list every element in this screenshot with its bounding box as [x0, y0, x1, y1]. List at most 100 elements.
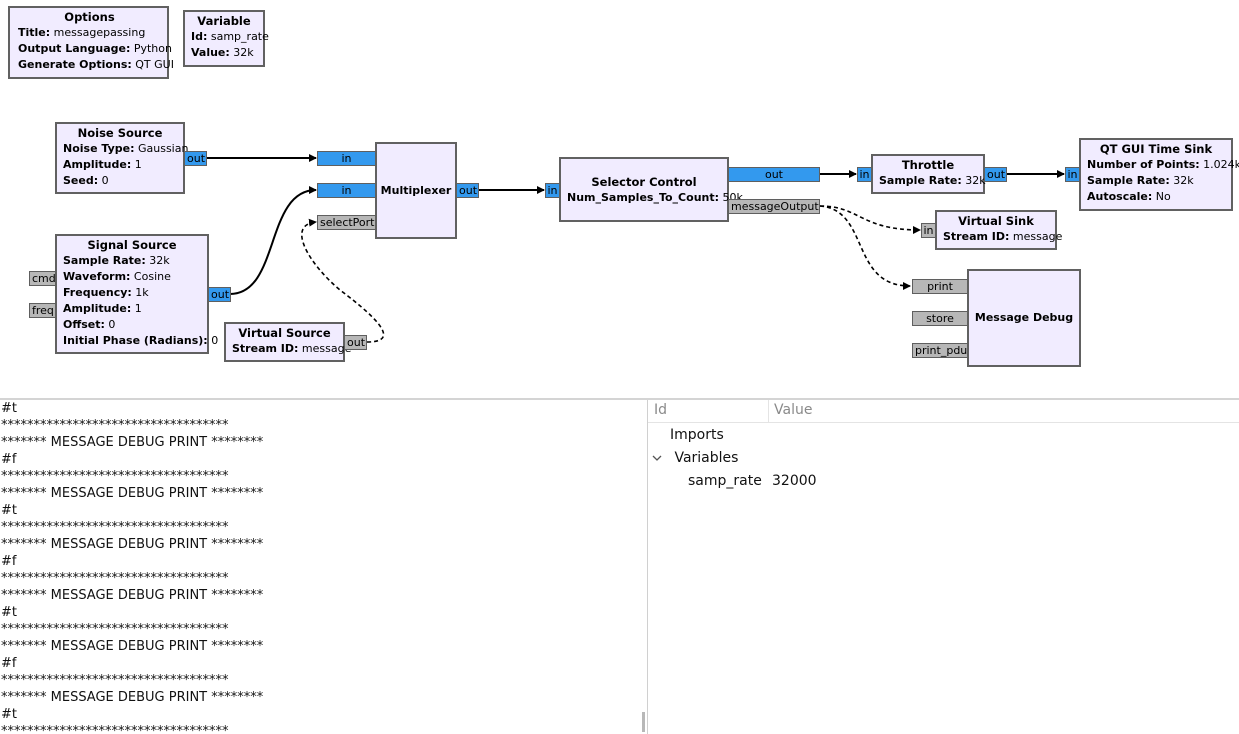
block-title: Virtual Source	[238, 326, 331, 340]
console-line: #f	[1, 656, 17, 671]
console-line: ***********************************	[1, 622, 229, 637]
port-debug-store[interactable]: store	[912, 311, 968, 326]
port-selector-out[interactable]: out	[728, 167, 820, 182]
block-multiplexer[interactable]: Multiplexer	[375, 142, 457, 239]
block-title: Signal Source	[87, 238, 177, 252]
port-noise-out[interactable]: out	[184, 151, 207, 166]
connections-layer	[206, 154, 1065, 343]
console-line: ***********************************	[1, 520, 229, 535]
block-title: QT GUI Time Sink	[1099, 142, 1213, 156]
console-line: ***********************************	[1, 673, 229, 688]
block-title: Selector Control	[591, 175, 697, 189]
param-stream-id: Stream ID: message	[232, 342, 352, 355]
param-seed: Seed: 0	[63, 174, 109, 187]
variables-header: Id Value	[648, 400, 1239, 423]
port-mux-in1[interactable]: in	[317, 183, 376, 198]
port-vsrc-out[interactable]: out	[344, 335, 367, 350]
column-header-value[interactable]: Value	[774, 402, 813, 418]
console-line: ******* MESSAGE DEBUG PRINT ********	[1, 588, 264, 603]
block-title: Noise Source	[77, 126, 163, 140]
variable-row-value[interactable]: 32000	[772, 473, 817, 489]
vertical-splitter[interactable]	[647, 400, 648, 734]
param-offset: Offset: 0	[63, 318, 116, 331]
param-num-samples: Num_Samples_To_Count: 50k	[567, 191, 743, 204]
console-line: ***********************************	[1, 469, 229, 484]
console-output[interactable]: #t *********************************** *…	[0, 400, 646, 734]
param-amplitude: Amplitude: 1	[63, 302, 142, 315]
block-throttle[interactable]: Throttle Sample Rate: 32k	[871, 154, 986, 194]
port-throttle-out[interactable]: out	[984, 167, 1007, 182]
param-waveform: Waveform: Cosine	[63, 270, 171, 283]
block-title: Throttle	[901, 158, 955, 172]
param-generate-options: Generate Options: QT GUI	[18, 58, 174, 71]
block-title: Options	[64, 10, 115, 24]
port-debug-print[interactable]: print	[912, 279, 968, 294]
console-line: ******* MESSAGE DEBUG PRINT ********	[1, 435, 264, 450]
block-virtual-source[interactable]: Virtual Source Stream ID: message	[224, 322, 352, 362]
block-message-debug[interactable]: Message Debug	[967, 269, 1081, 367]
block-signal-source[interactable]: Signal Source Sample Rate: 32k Waveform:…	[55, 234, 219, 354]
param-title: Title: messagepassing	[18, 26, 146, 39]
port-mux-selectport[interactable]: selectPort	[317, 215, 376, 230]
port-throttle-in[interactable]: in	[857, 167, 872, 182]
param-sample-rate: Sample Rate: 32k	[63, 254, 170, 267]
block-virtual-sink[interactable]: Virtual Sink Stream ID: message	[935, 210, 1063, 250]
console-line: ******* MESSAGE DEBUG PRINT ********	[1, 537, 264, 552]
console-line: ******* MESSAGE DEBUG PRINT ********	[1, 486, 264, 501]
console-line: ***********************************	[1, 724, 229, 734]
port-selector-in[interactable]: in	[545, 183, 560, 198]
block-title: Message Debug	[974, 311, 1074, 324]
wire-signal-to-mux	[229, 186, 317, 295]
param-autoscale: Autoscale: No	[1087, 190, 1171, 203]
variables-panel[interactable]: Id Value Imports Variables samp_rate 320…	[648, 400, 1239, 734]
tree-item-variables[interactable]: Variables	[652, 450, 738, 466]
port-debug-print-pdu[interactable]: print_pdu	[912, 343, 968, 358]
tree-item-imports[interactable]: Imports	[670, 427, 724, 443]
wire-msg-to-debug	[819, 205, 911, 290]
console-line: ******* MESSAGE DEBUG PRINT ********	[1, 639, 264, 654]
flowgraph-canvas[interactable]: Options Title: messagepassing Output Lan…	[0, 0, 1239, 398]
column-separator	[768, 400, 769, 422]
console-line: ***********************************	[1, 571, 229, 586]
wire-msg-to-vsink	[819, 205, 921, 234]
console-line: ******* MESSAGE DEBUG PRINT ********	[1, 690, 264, 705]
param-amplitude: Amplitude: 1	[63, 158, 142, 171]
block-title: Multiplexer	[380, 183, 452, 197]
variable-row-id[interactable]: samp_rate	[688, 473, 762, 489]
console-line: #t	[1, 503, 17, 518]
param-sample-rate: Sample Rate: 32k	[879, 174, 986, 187]
param-noise-type: Noise Type: Gaussian	[63, 142, 189, 155]
block-qt-gui-time-sink[interactable]: QT GUI Time Sink Number of Points: 1.024…	[1079, 138, 1239, 211]
param-initial-phase: Initial Phase (Radians): 0	[63, 334, 219, 347]
param-output-language: Output Language: Python	[18, 42, 172, 55]
chevron-down-icon[interactable]	[652, 450, 666, 466]
console-scrollbar[interactable]	[642, 712, 645, 732]
port-signal-out[interactable]: out	[208, 287, 231, 302]
console-line: ***********************************	[1, 418, 229, 433]
port-signal-freq[interactable]: freq	[29, 303, 56, 318]
console-line: #f	[1, 554, 17, 569]
block-title: Variable	[197, 14, 251, 28]
param-sample-rate: Sample Rate: 32k	[1087, 174, 1194, 187]
port-vsink-in[interactable]: in	[921, 223, 936, 238]
block-selector-control[interactable]: Selector Control Num_Samples_To_Count: 5…	[559, 157, 743, 222]
column-header-id[interactable]: Id	[654, 402, 668, 418]
tree-item-label: Variables	[674, 450, 739, 466]
param-number-of-points: Number of Points: 1.024k	[1087, 158, 1239, 171]
console-line: #t	[1, 401, 17, 416]
port-signal-cmd[interactable]: cmd	[29, 271, 56, 286]
port-sink-in[interactable]: in	[1065, 167, 1080, 182]
horizontal-splitter[interactable]	[0, 398, 1239, 400]
console-line: #t	[1, 605, 17, 620]
param-frequency: Frequency: 1k	[63, 286, 149, 299]
block-options[interactable]: Options Title: messagepassing Output Lan…	[8, 6, 174, 79]
block-title: Virtual Sink	[958, 214, 1034, 228]
block-noise-source[interactable]: Noise Source Noise Type: Gaussian Amplit…	[55, 122, 189, 194]
port-mux-out[interactable]: out	[456, 183, 479, 198]
param-id: Id: samp_rate	[191, 30, 269, 43]
block-variable[interactable]: Variable Id: samp_rate Value: 32k	[183, 10, 269, 67]
console-line: #f	[1, 452, 17, 467]
port-mux-in0[interactable]: in	[317, 151, 376, 166]
param-stream-id: Stream ID: message	[943, 230, 1063, 243]
port-selector-messageoutput[interactable]: messageOutput	[728, 199, 820, 214]
